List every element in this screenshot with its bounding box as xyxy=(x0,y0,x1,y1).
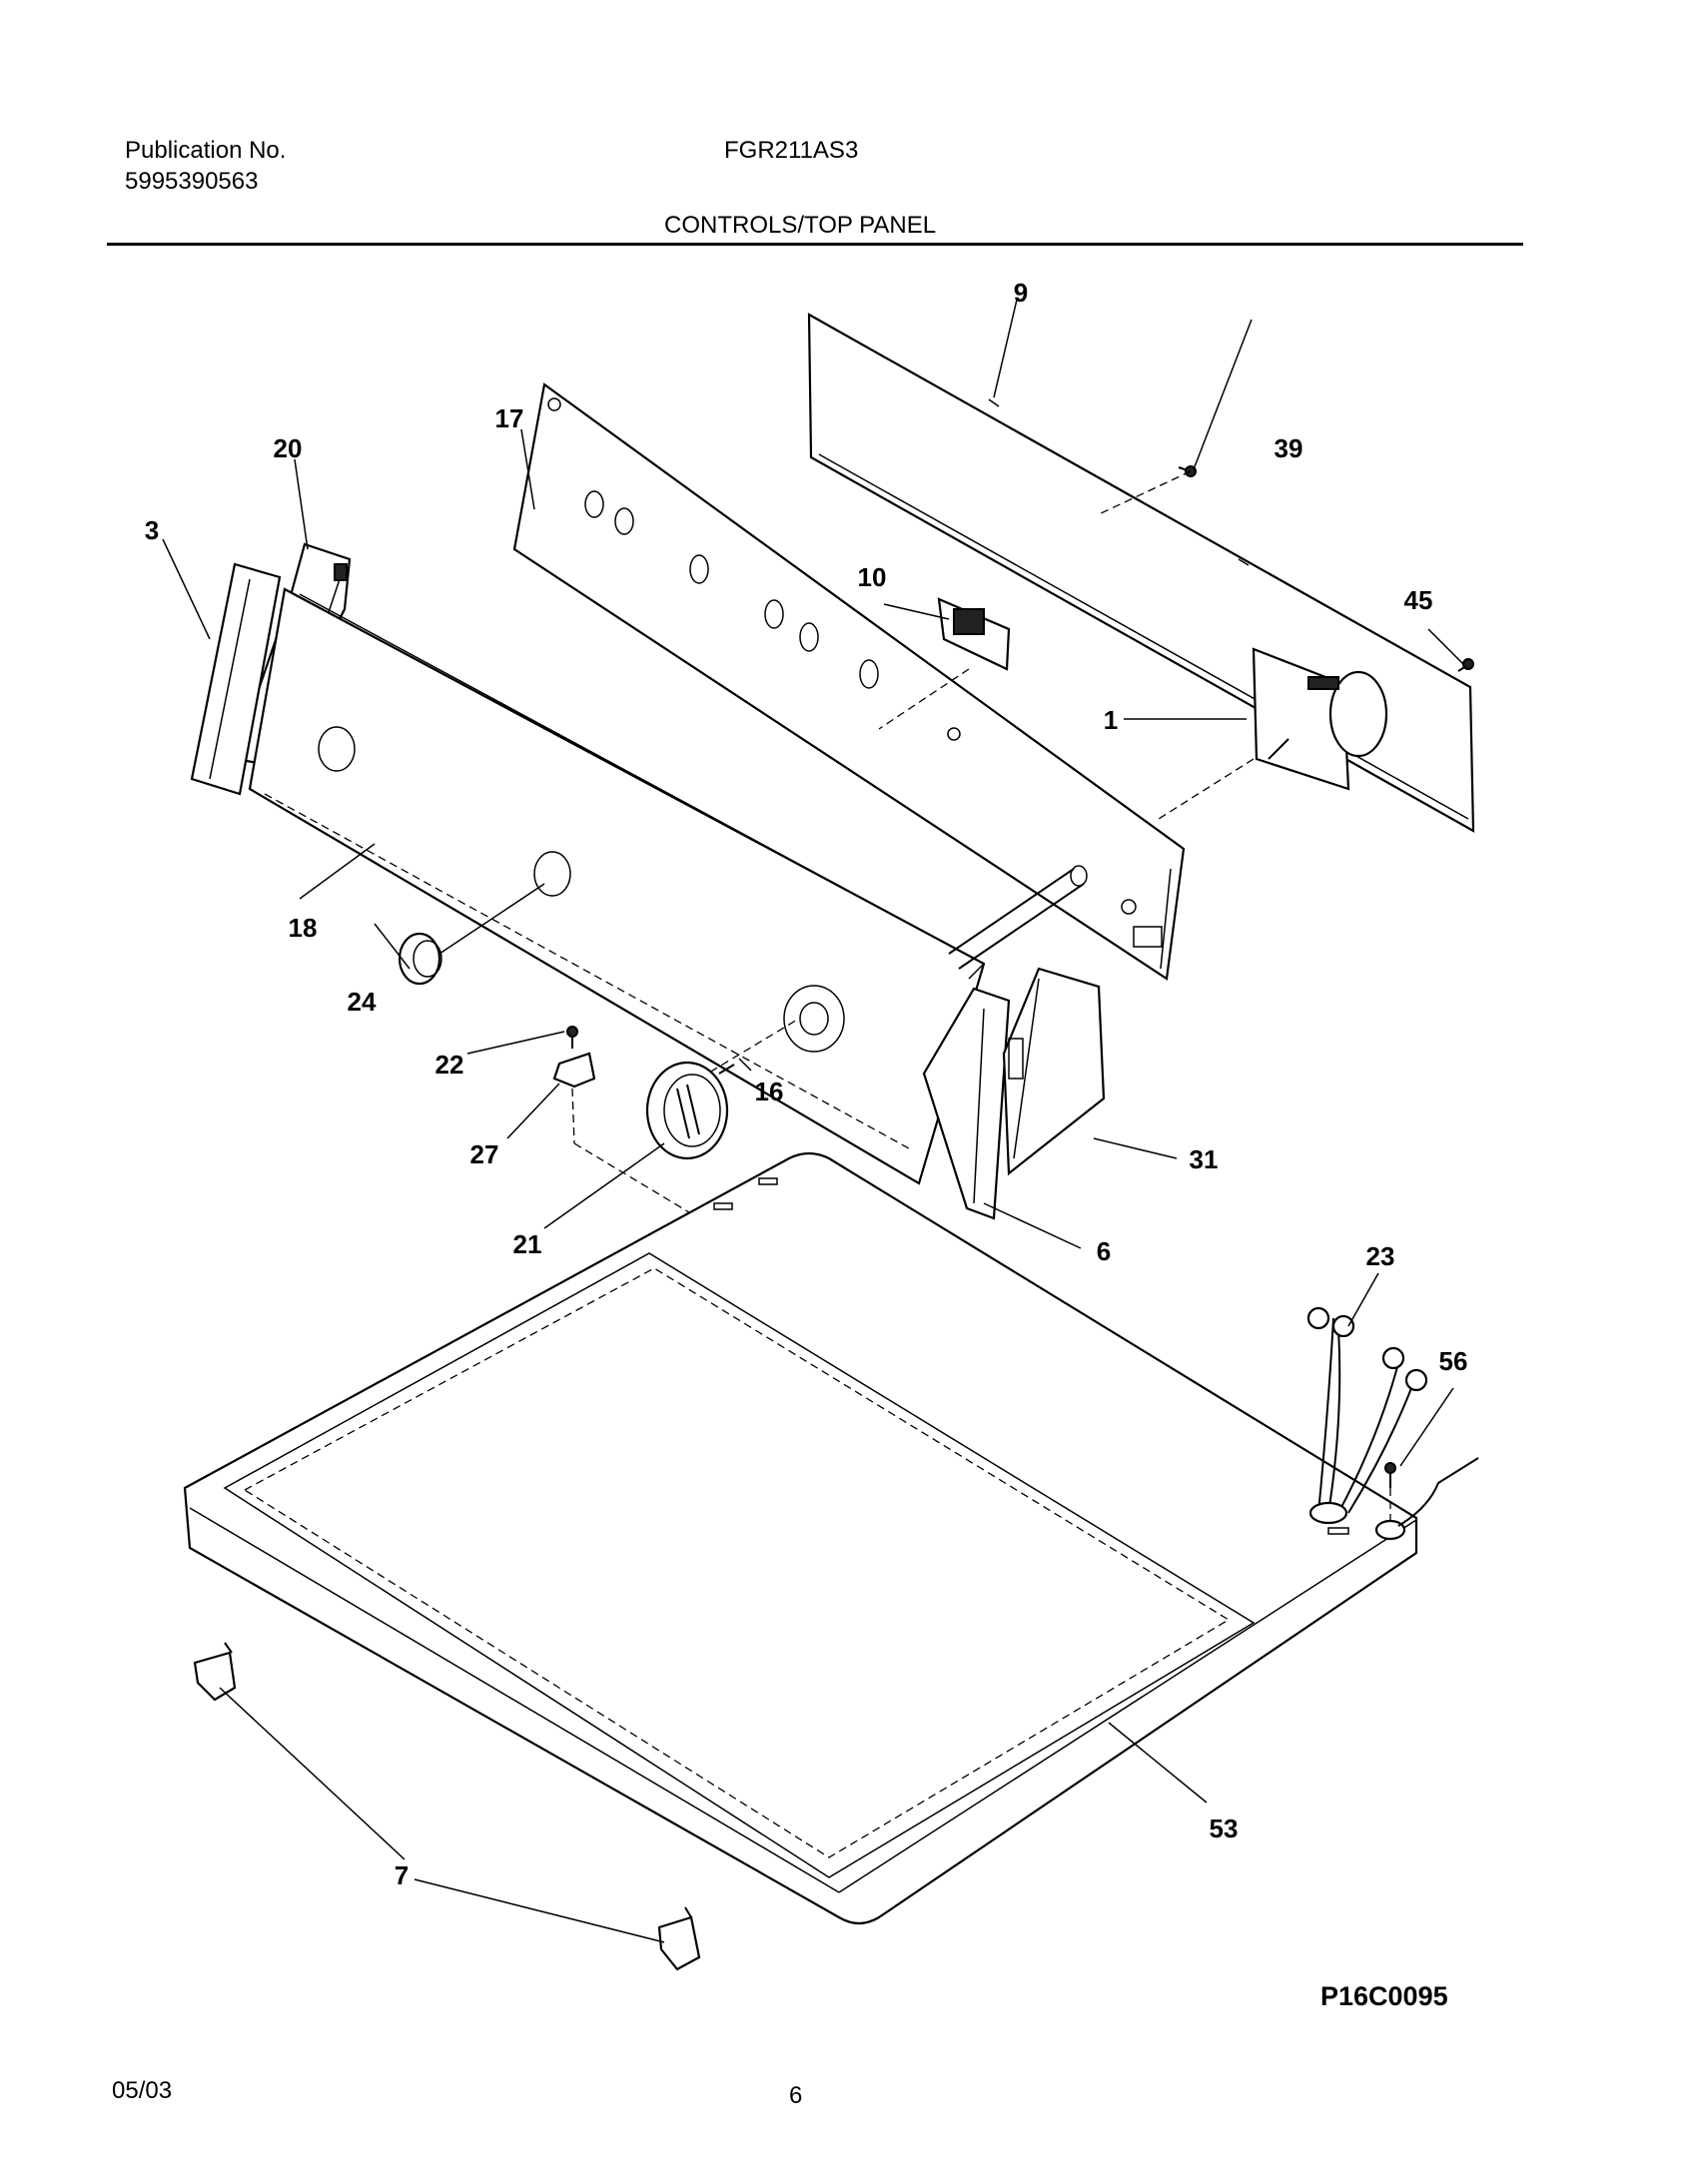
callout-9: 9 xyxy=(1014,278,1028,308)
callout-22: 22 xyxy=(435,1050,464,1080)
switch-part xyxy=(878,597,1011,730)
publication-number: 5995390563 xyxy=(125,168,259,195)
callout-45: 45 xyxy=(1404,585,1433,615)
callout-53: 53 xyxy=(1210,1814,1239,1843)
left-end-cap-part xyxy=(190,562,282,796)
diagram-code: P16C0095 xyxy=(1320,1981,1448,2011)
callout-17: 17 xyxy=(495,403,524,433)
clip-part xyxy=(552,1026,700,1219)
callout-27: 27 xyxy=(470,1139,499,1169)
callout-1: 1 xyxy=(1104,705,1118,735)
header-rule xyxy=(107,243,1523,246)
exploded-parts-diagram: 9 39 17 20 3 10 45 1 18 24 22 16 27 31 2… xyxy=(145,278,1479,1971)
publication-label: Publication No. xyxy=(125,137,287,164)
callout-20: 20 xyxy=(274,433,303,463)
callout-39: 39 xyxy=(1275,433,1303,463)
indicator-lens-part xyxy=(398,883,545,986)
hinge-rod-part xyxy=(948,865,1088,970)
control-console-part xyxy=(248,587,986,1185)
section-title: CONTROLS/TOP PANEL xyxy=(664,212,937,239)
hinge-clip-right-part xyxy=(657,1906,701,1971)
footer-date: 05/03 xyxy=(112,2077,173,2104)
callout-31: 31 xyxy=(1190,1144,1219,1174)
ground-screw-part xyxy=(1374,1457,1479,1541)
control-panel-backplate-part xyxy=(512,382,1186,981)
callout-6: 6 xyxy=(1097,1236,1111,1266)
top-panel-part xyxy=(183,1151,1418,1925)
wiring-harness-part xyxy=(1306,1306,1428,1525)
leader-lines xyxy=(162,299,1464,1943)
callout-18: 18 xyxy=(289,913,318,943)
callout-21: 21 xyxy=(513,1229,542,1259)
hinge-clip-left-part xyxy=(193,1642,237,1702)
knob-part xyxy=(645,1018,800,1160)
timer-part xyxy=(1158,647,1388,820)
callout-16: 16 xyxy=(755,1077,784,1106)
page-number: 6 xyxy=(789,2082,803,2109)
right-end-bracket-part xyxy=(1002,967,1106,1176)
right-end-cap-part xyxy=(922,987,1011,1220)
callout-3: 3 xyxy=(145,515,159,545)
callout-56: 56 xyxy=(1439,1346,1468,1376)
callout-labels: 9 39 17 20 3 10 45 1 18 24 22 16 27 31 2… xyxy=(145,278,1468,1890)
callout-7: 7 xyxy=(395,1860,409,1890)
callout-10: 10 xyxy=(858,562,887,592)
callout-24: 24 xyxy=(348,987,377,1017)
callout-23: 23 xyxy=(1366,1241,1395,1271)
model-number: FGR211AS3 xyxy=(724,137,859,164)
